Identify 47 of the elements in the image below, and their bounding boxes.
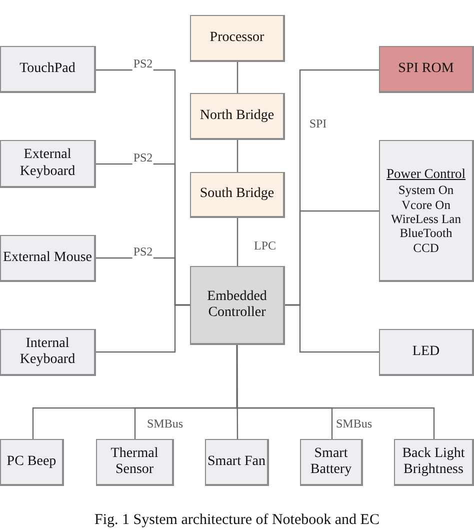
component-box xyxy=(0,329,96,376)
box-label: Thermal Sensor xyxy=(110,446,160,478)
box-label: Internal Keyboard xyxy=(18,336,76,368)
connector-line xyxy=(96,304,190,353)
list-item: CCD xyxy=(413,240,439,256)
component-box xyxy=(0,235,96,282)
connector-line xyxy=(285,304,379,353)
box-heading: Power Control xyxy=(386,166,466,182)
box-label: SPI ROM xyxy=(398,60,454,78)
box-label: LED xyxy=(412,344,440,360)
list-item: WireLess Lan xyxy=(391,212,461,226)
list-item: BlueTooth xyxy=(400,226,452,241)
figure-caption: Fig. 1 System architecture of Notebook and EC xyxy=(94,512,380,529)
component-box xyxy=(300,439,363,486)
box-label: External Mouse xyxy=(2,250,92,266)
connector-line xyxy=(236,218,238,266)
edge-label: PS2 xyxy=(132,150,154,166)
box-label: Processor xyxy=(210,30,264,46)
component-box xyxy=(190,172,285,218)
box-label: Back Light Brightness xyxy=(401,446,466,478)
connector-line xyxy=(236,140,238,172)
component-box xyxy=(379,140,474,282)
component-box xyxy=(379,46,474,93)
connector-line xyxy=(236,345,435,439)
component-box xyxy=(0,140,96,188)
box-label: PC Beep xyxy=(6,454,56,470)
box-label: Smart Battery xyxy=(309,446,353,478)
connector-line xyxy=(236,62,238,93)
edge-label: PS2 xyxy=(132,56,154,72)
controller-box xyxy=(190,266,285,345)
box-label: South Bridge xyxy=(200,186,274,203)
list-item: System On xyxy=(398,183,454,198)
component-box xyxy=(0,46,96,93)
component-box xyxy=(190,15,285,62)
component-box xyxy=(190,93,285,140)
component-box xyxy=(96,439,174,486)
component-box xyxy=(379,329,474,376)
box-label: TouchPad xyxy=(20,60,76,78)
box-label: North Bridge xyxy=(200,108,274,124)
list-item: Vcore On xyxy=(402,198,450,212)
component-box xyxy=(394,439,474,486)
component-box xyxy=(0,439,64,486)
box-label: Smart Fan xyxy=(208,454,266,470)
box-label: External Keyboard xyxy=(18,147,76,180)
box-label: Embedded Controller xyxy=(206,288,268,322)
edge-label: PS2 xyxy=(132,244,154,260)
component-box xyxy=(205,439,269,486)
